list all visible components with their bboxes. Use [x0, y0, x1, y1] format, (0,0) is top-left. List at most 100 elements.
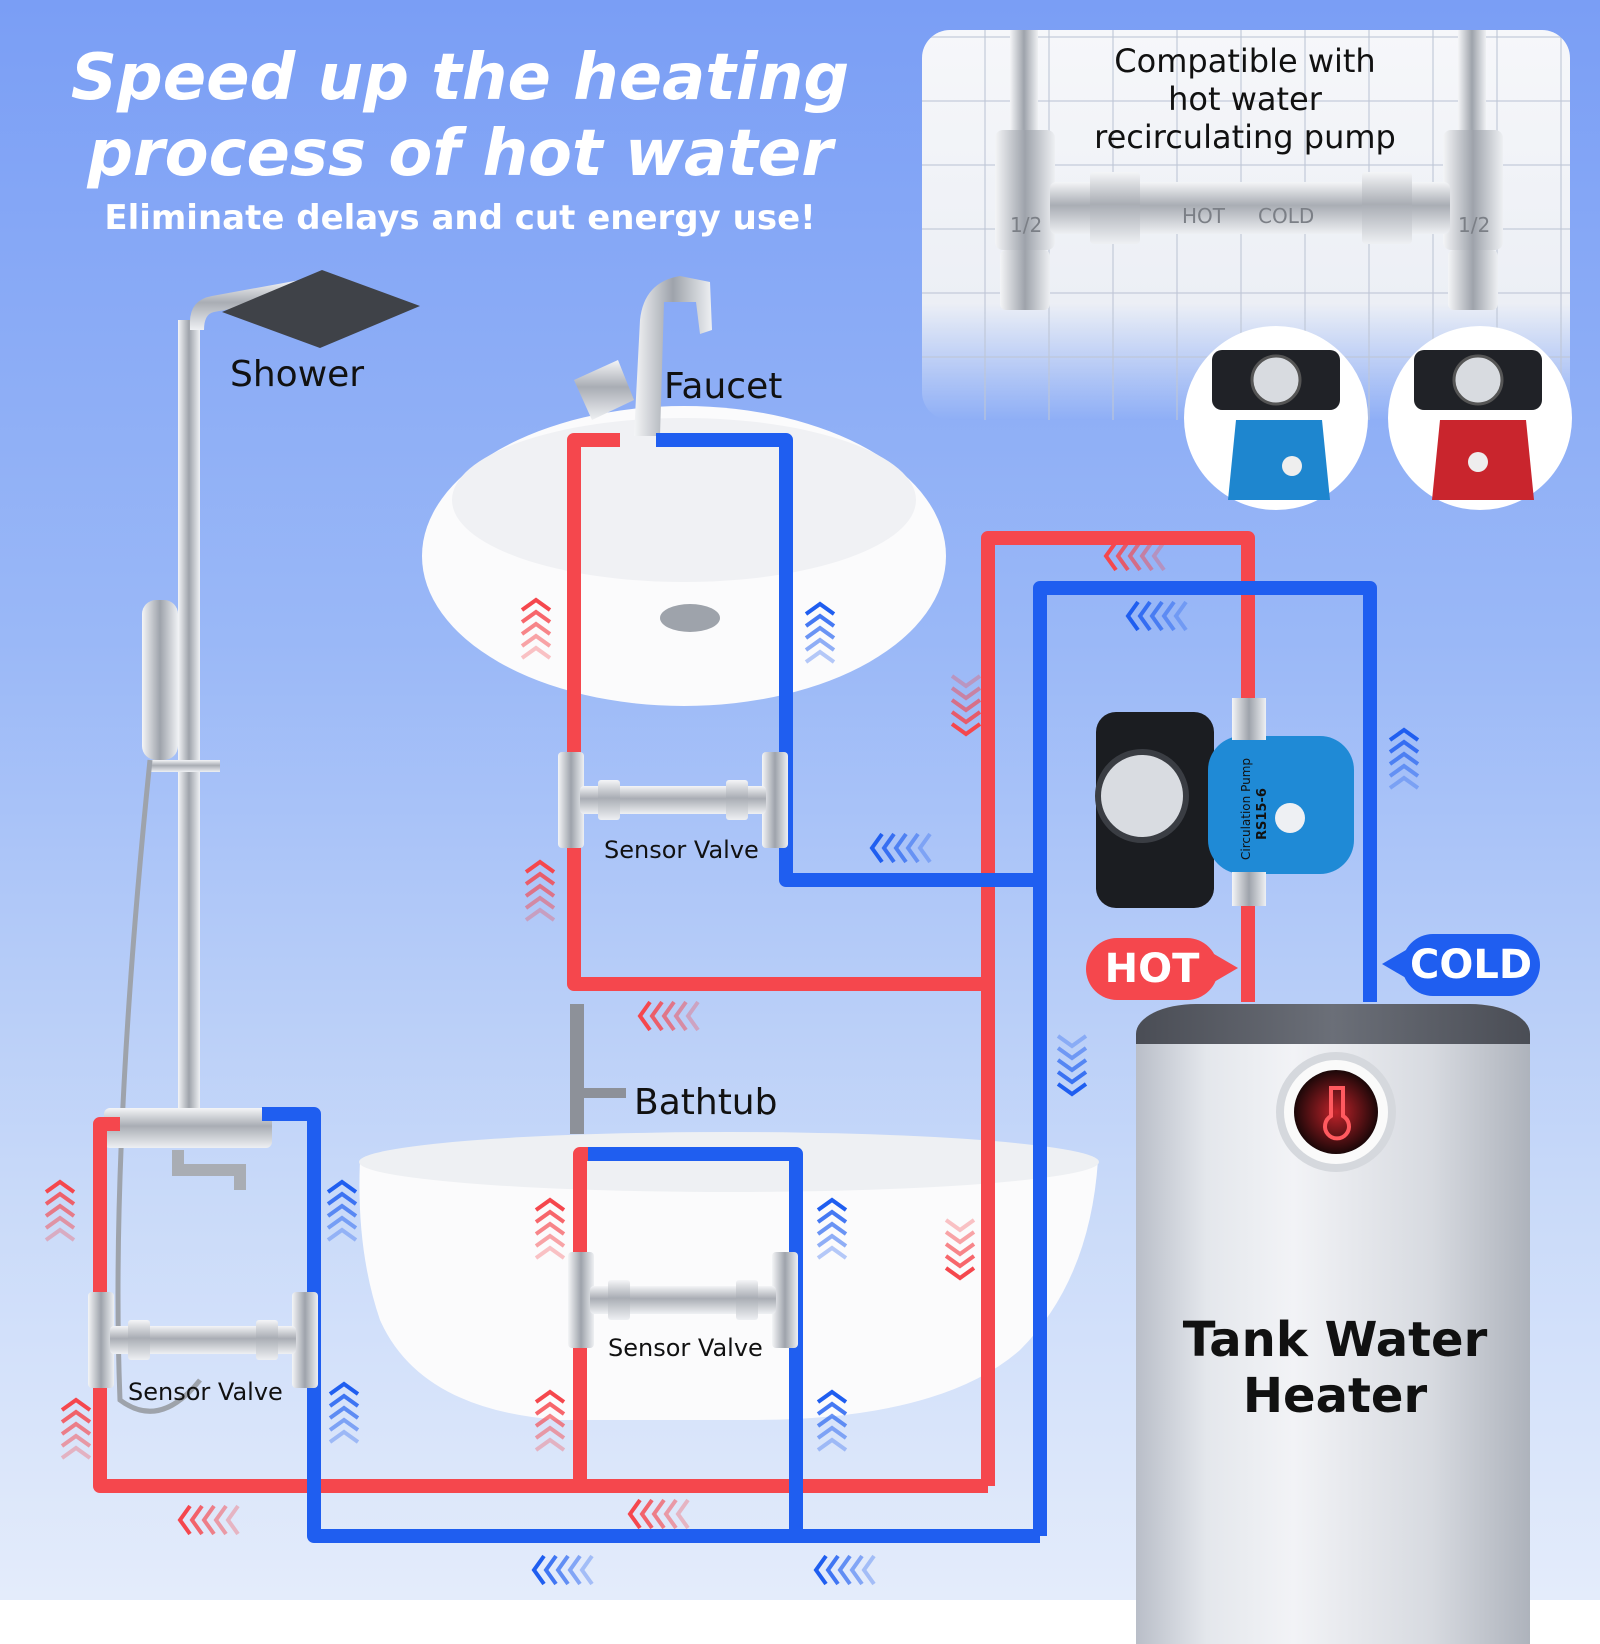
chevron — [1103, 540, 1118, 572]
valve-tee-left — [568, 1252, 594, 1348]
chevron — [816, 1401, 848, 1416]
chevron — [44, 1227, 76, 1242]
chevron — [60, 1433, 92, 1448]
chevron — [520, 597, 552, 612]
chevron — [328, 1429, 360, 1444]
chevron — [328, 1417, 360, 1432]
chevron — [326, 1227, 358, 1242]
chevron — [1056, 1034, 1088, 1049]
chevron — [837, 1554, 852, 1586]
pump-main-label-line-2: RS15-6 — [1255, 788, 1270, 840]
chevron — [944, 1254, 976, 1269]
chevron — [524, 907, 556, 922]
sensor-valves — [88, 752, 798, 1388]
chevron — [555, 1554, 570, 1586]
bathtub-body — [359, 1140, 1098, 1420]
tank-label-line-1: Tank Water — [1182, 1312, 1488, 1368]
chevron — [950, 686, 982, 701]
chevron — [534, 1413, 566, 1428]
sensor-valve-faucet — [558, 752, 788, 848]
flow-arrow-up — [534, 1197, 566, 1260]
chevron — [1056, 1058, 1088, 1073]
chevron — [534, 1209, 566, 1224]
flow-arrow-up — [816, 1197, 848, 1260]
hot-tag: HOT — [1086, 938, 1218, 1000]
chevron — [1139, 540, 1154, 572]
chevron — [534, 1221, 566, 1236]
bathtub-filler-post — [570, 1004, 584, 1134]
chevron — [950, 698, 982, 713]
flow-arrow-left — [1125, 600, 1188, 632]
chevron — [1151, 540, 1166, 572]
chevron — [804, 613, 836, 628]
chevron — [1056, 1082, 1088, 1097]
tank-label-line-2: Heater — [1242, 1368, 1428, 1424]
flow-arrow-up — [44, 1179, 76, 1242]
chevron — [201, 1504, 216, 1536]
shower-pole — [178, 320, 200, 1120]
chevron — [328, 1381, 360, 1396]
shower-hose — [115, 759, 202, 1414]
chevron — [944, 1218, 976, 1233]
flow-arrow-up — [534, 1389, 566, 1452]
chevron — [1173, 600, 1188, 632]
sensor-valve-shower — [88, 1292, 318, 1388]
chevron — [816, 1245, 848, 1260]
chevron — [534, 1233, 566, 1248]
chevron — [328, 1405, 360, 1420]
chevron — [326, 1179, 358, 1194]
inset-caption-line-1: Compatible with — [1114, 42, 1376, 80]
chevron — [661, 1000, 676, 1032]
chevron — [520, 633, 552, 648]
flow-arrow-left — [627, 1498, 690, 1530]
chevron — [44, 1179, 76, 1194]
chevron — [326, 1203, 358, 1218]
pump-main-knob — [1275, 803, 1305, 833]
chevron — [524, 883, 556, 898]
plumbing-diagram: Circulation Pump RS15-6 — [44, 270, 1420, 1586]
chevron — [524, 859, 556, 874]
cold-pipe-bathtub — [588, 1147, 803, 1536]
hand-shower — [142, 600, 178, 760]
valve-body — [580, 786, 766, 814]
chevron — [816, 1425, 848, 1440]
chevron — [816, 1221, 848, 1236]
bathtub-filler-spout — [584, 1088, 626, 1098]
chevron — [816, 1413, 848, 1428]
chevron — [534, 1245, 566, 1260]
sensor-valve-label-shower: Sensor Valve — [128, 1378, 283, 1406]
pump-main-fitting-bottom — [1232, 872, 1266, 906]
chevron — [816, 1437, 848, 1452]
chevron — [534, 1389, 566, 1404]
chevron — [225, 1504, 240, 1536]
sensor-valve-label-bathtub: Sensor Valve — [608, 1334, 763, 1362]
chevron — [524, 895, 556, 910]
flow-arrows — [44, 540, 1420, 1586]
cold-pipe-main — [1033, 581, 1377, 1536]
pump-main-fitting-top — [1232, 698, 1266, 740]
chevron — [534, 1197, 566, 1212]
bathtub-rim — [359, 1132, 1099, 1192]
valve-nut-left — [128, 1320, 150, 1360]
chevron — [534, 1401, 566, 1416]
flow-arrow-down — [950, 674, 982, 737]
faucet-label: Faucet — [664, 366, 783, 407]
chevron — [893, 832, 908, 864]
chevron — [685, 1000, 700, 1032]
flow-arrow-up — [328, 1381, 360, 1444]
chevron — [944, 1230, 976, 1245]
headline-line-1: Speed up the heating — [70, 41, 850, 115]
chevron — [1388, 763, 1420, 778]
bathtub-label: Bathtub — [634, 1082, 778, 1123]
chevron — [579, 1554, 594, 1586]
chevron — [813, 1554, 828, 1586]
flow-arrow-left — [1103, 540, 1166, 572]
flow-arrow-up — [60, 1397, 92, 1460]
chevron — [627, 1498, 642, 1530]
chevron — [917, 832, 932, 864]
chevron — [950, 674, 982, 689]
flow-arrow-up — [816, 1389, 848, 1452]
chevron — [1056, 1070, 1088, 1085]
pump-main-body — [1208, 736, 1354, 874]
chevron — [816, 1233, 848, 1248]
